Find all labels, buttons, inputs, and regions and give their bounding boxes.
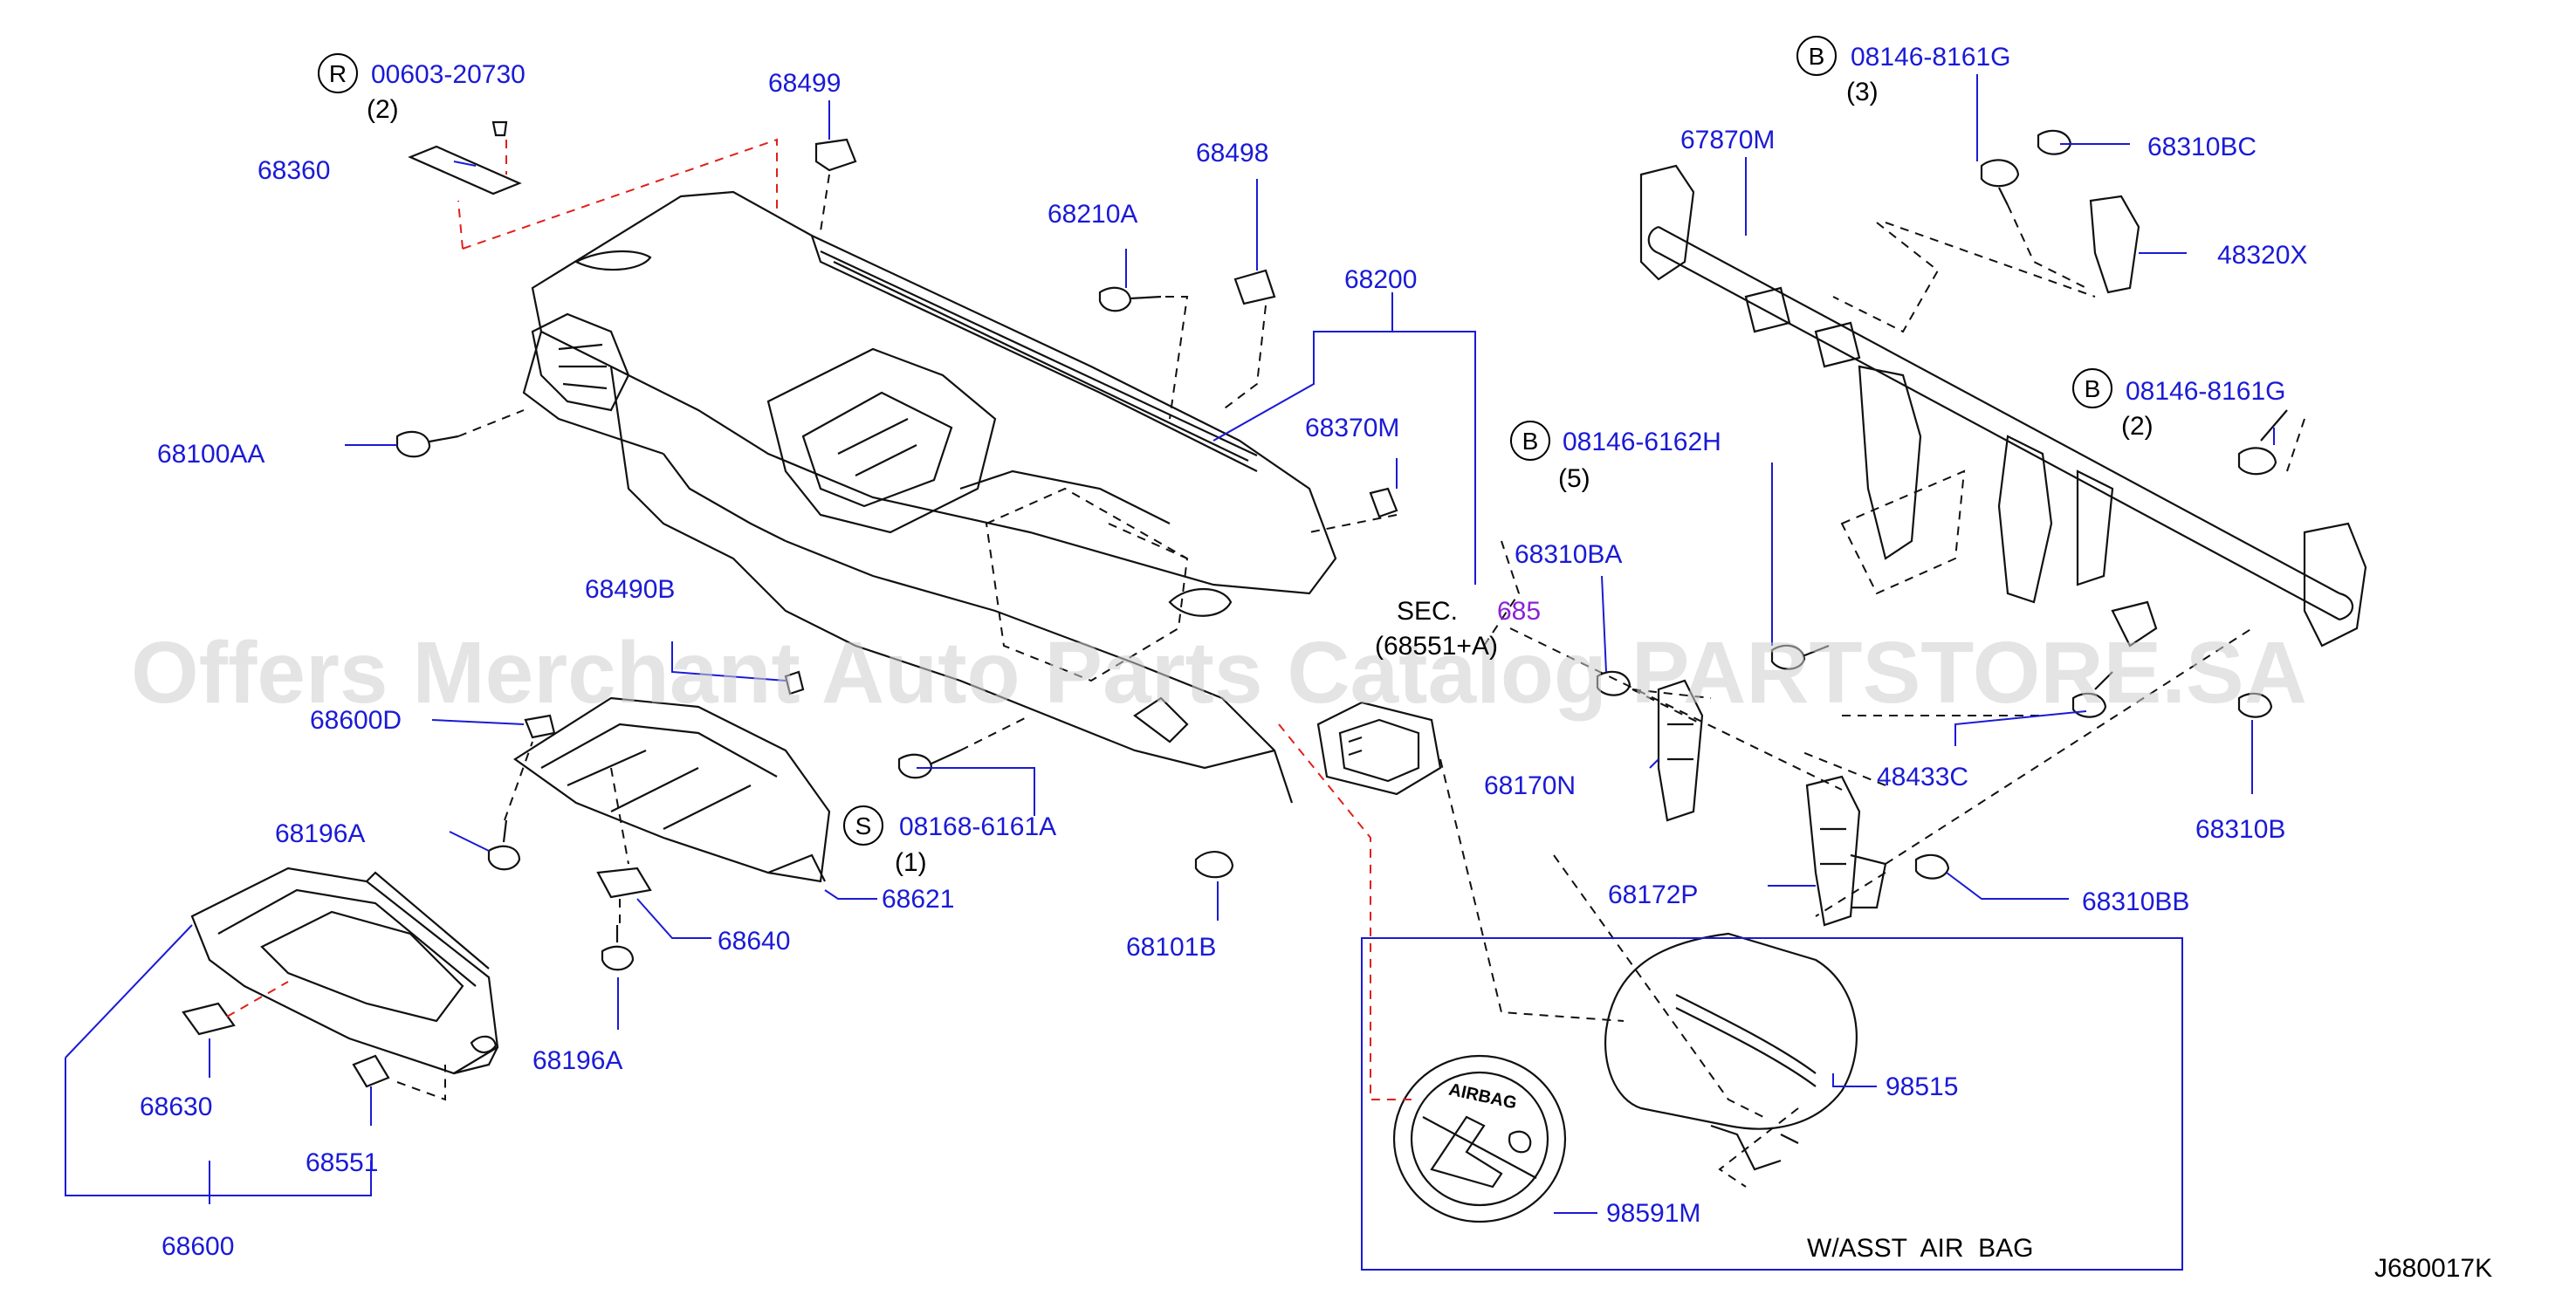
part-label[interactable]: 68196A — [275, 819, 365, 848]
steering-member-drawing — [1639, 164, 2367, 648]
fasteners-drawing — [182, 120, 2288, 1088]
part-label[interactable]: 68370M — [1305, 414, 1399, 442]
prefix-letter: S — [855, 812, 872, 839]
part-label[interactable]: 68310BB — [2082, 887, 2189, 916]
part-label[interactable]: 68101B — [1126, 933, 1216, 962]
part-label[interactable]: 68551 — [306, 1148, 378, 1177]
part-qty: (2) — [367, 95, 399, 124]
part-qty: (3) — [1846, 78, 1879, 106]
switch-module-drawing — [1316, 701, 1442, 796]
section-number[interactable]: 685 — [1497, 597, 1541, 626]
part-label[interactable]: 68490B — [585, 575, 675, 604]
prefix-circles: R S B B B — [318, 36, 2112, 846]
part-label[interactable]: 68210A — [1048, 200, 1137, 229]
part-label[interactable]: 68200 — [1344, 265, 1417, 294]
prefix-letter: B — [2085, 375, 2101, 402]
section-prefix: SEC. — [1397, 597, 1458, 626]
part-label[interactable]: 68310B — [2195, 815, 2285, 844]
part-label[interactable]: 67870M — [1680, 126, 1775, 154]
part-label[interactable]: 68621 — [882, 885, 954, 914]
bracket-68172p-drawing — [1805, 775, 1887, 927]
part-label[interactable]: 68170N — [1484, 771, 1576, 800]
part-label[interactable]: 48320X — [2217, 241, 2307, 270]
glove-box-lower-drawing — [190, 867, 499, 1075]
variant-box-label: W/ASST AIR BAG — [1807, 1234, 2034, 1263]
part-qty: (2) — [2121, 412, 2154, 441]
assembly-lines — [226, 138, 2305, 1188]
part-label[interactable]: 68100AA — [157, 440, 264, 469]
section-reference[interactable]: SEC. 685 (68551+A) — [1375, 597, 1541, 661]
part-label[interactable]: 98515 — [1886, 1072, 1958, 1101]
diagram-id: J680017K — [2374, 1254, 2492, 1283]
glove-box-upper-drawing — [513, 696, 831, 883]
instrument-panel-drawing — [522, 190, 1337, 804]
part-label[interactable]: 68640 — [718, 927, 790, 956]
part-label[interactable]: 00603-20730 — [371, 60, 526, 89]
part-label[interactable]: 68499 — [768, 69, 841, 98]
part-label[interactable]: 68172P — [1608, 880, 1698, 909]
part-label[interactable]: 68600D — [310, 706, 402, 735]
part-label[interactable]: 08168-6161A — [899, 812, 1056, 841]
airbag-module-drawing — [1604, 932, 1858, 1171]
prefix-letter: B — [1809, 43, 1825, 70]
part-label[interactable]: 08146-6162H — [1563, 428, 1721, 456]
part-label[interactable]: 48433C — [1877, 763, 1968, 791]
airbag-disc-text: AIRBAG — [1447, 1080, 1519, 1113]
part-label[interactable]: 68498 — [1196, 139, 1268, 168]
leader-lines — [65, 74, 2275, 1271]
airbag-label-drawing — [1392, 1054, 1567, 1223]
part-label[interactable]: 68360 — [258, 156, 330, 185]
bracket-68170n-drawing — [1657, 679, 1704, 822]
part-labels[interactable]: 00603-20730 (2) 68499 68360 68498 68210A… — [140, 43, 2307, 1261]
part-label[interactable]: 68310BA — [1515, 540, 1622, 569]
part-label[interactable]: 08146-8161G — [2126, 377, 2286, 406]
part-label[interactable]: 68630 — [140, 1093, 212, 1121]
part-label[interactable]: 68196A — [532, 1046, 622, 1075]
part-label[interactable]: 08146-8161G — [1851, 43, 2011, 72]
watermark: Offers Merchant Auto Parts Catalog PARTS… — [131, 624, 2307, 722]
section-subref: (68551+A) — [1375, 632, 1498, 661]
part-label[interactable]: 68600 — [161, 1232, 234, 1261]
part-label[interactable]: 68310BC — [2147, 133, 2257, 161]
part-label[interactable]: 98591M — [1606, 1199, 1700, 1228]
part-qty: (1) — [895, 848, 927, 877]
prefix-letter: B — [1522, 428, 1539, 455]
part-qty: (5) — [1558, 464, 1590, 493]
prefix-letter: R — [329, 60, 347, 87]
